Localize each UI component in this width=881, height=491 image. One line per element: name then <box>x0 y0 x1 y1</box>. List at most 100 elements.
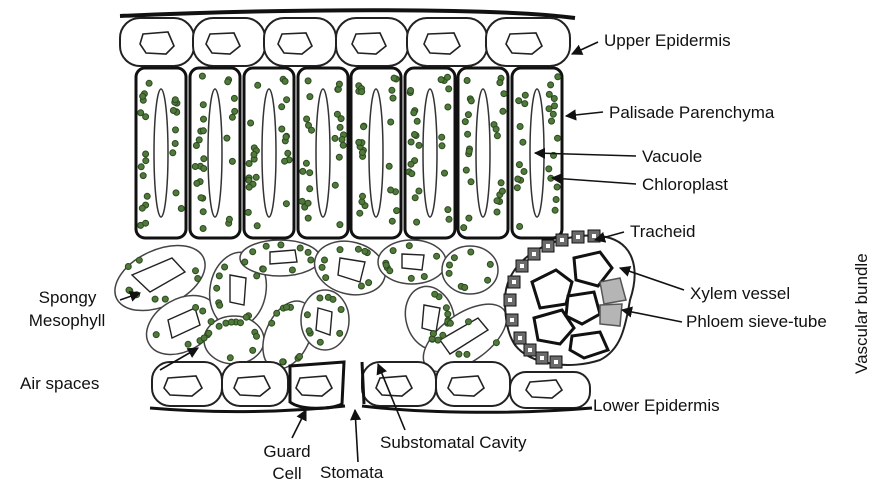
chloroplast <box>546 91 552 97</box>
chloroplast <box>222 264 228 270</box>
chloroplast <box>227 355 233 361</box>
chloroplast <box>416 188 422 194</box>
chloroplast <box>390 248 396 254</box>
chloroplast <box>439 143 445 149</box>
arrow-guard-cell <box>292 410 306 438</box>
chloroplast <box>443 305 449 311</box>
chloroplast <box>411 110 417 116</box>
chloroplast <box>515 176 521 182</box>
chloroplast <box>278 242 284 248</box>
chloroplast <box>139 205 145 211</box>
epidermis-nucleus <box>278 33 312 54</box>
chloroplast <box>461 225 467 231</box>
label-upper-epidermis: Upper Epidermis <box>604 31 731 51</box>
chloroplast <box>304 116 310 122</box>
epidermis-nucleus <box>140 32 174 54</box>
chloroplast <box>254 273 260 279</box>
chloroplast <box>550 111 556 117</box>
chloroplast <box>546 166 552 172</box>
chloroplast <box>412 132 418 138</box>
chloroplast <box>553 197 559 203</box>
chloroplast <box>339 137 345 143</box>
chloroplast <box>337 124 343 130</box>
tracheid-lumen <box>576 235 580 239</box>
tracheid-lumen <box>518 336 522 340</box>
arrow-upper-epidermis <box>572 42 598 54</box>
chloroplast <box>269 320 275 326</box>
chloroplast <box>319 264 325 270</box>
chloroplast <box>322 257 328 263</box>
chloroplast <box>260 266 266 272</box>
chloroplast <box>217 302 223 308</box>
chloroplast <box>555 74 561 80</box>
chloroplast <box>466 215 472 221</box>
label-xylem-vessel: Xylem vessel <box>690 284 790 304</box>
chloroplast <box>200 226 206 232</box>
chloroplast <box>446 270 452 276</box>
chloroplast <box>144 193 150 199</box>
chloroplast <box>305 215 311 221</box>
chloroplast <box>468 249 474 255</box>
label-vascular-bundle: Vascular bundle <box>852 253 872 374</box>
spongy-inner <box>422 305 440 332</box>
chloroplast <box>304 312 310 318</box>
tracheid-lumen <box>560 238 564 242</box>
label-mesophyll: Mesophyll <box>12 311 122 331</box>
chloroplast <box>162 296 168 302</box>
chloroplast <box>297 354 303 360</box>
chloroplast <box>136 257 142 263</box>
arrow-palisade <box>566 112 603 116</box>
chloroplast <box>196 137 202 143</box>
chloroplast <box>552 207 558 213</box>
chloroplast <box>464 78 470 84</box>
epidermis-nucleus <box>526 380 562 398</box>
chloroplast <box>462 119 468 125</box>
chloroplast <box>359 150 365 156</box>
chloroplast <box>334 111 340 117</box>
chloroplast <box>391 75 397 81</box>
chloroplast <box>359 89 365 95</box>
vacuole <box>154 89 168 217</box>
chloroplast <box>138 164 144 170</box>
vacuole <box>369 89 383 217</box>
chloroplast <box>195 276 201 282</box>
label-phloem-sieve-tube: Phloem sieve-tube <box>686 312 827 332</box>
chloroplast <box>337 247 343 253</box>
chloroplast <box>200 102 206 108</box>
chloroplast <box>445 74 451 80</box>
chloroplast <box>140 93 146 99</box>
chloroplast <box>248 120 254 126</box>
chloroplast <box>439 134 445 140</box>
chloroplast <box>493 126 499 132</box>
chloroplast <box>229 114 235 120</box>
chloroplast <box>408 275 414 281</box>
tracheid-lumen <box>532 252 536 256</box>
chloroplast <box>408 88 414 94</box>
upper-cuticle <box>120 10 575 18</box>
epidermis-nucleus <box>506 33 542 54</box>
chloroplast <box>198 195 204 201</box>
label-guard: Guard <box>252 442 322 462</box>
chloroplast <box>434 253 440 259</box>
chloroplast <box>192 164 198 170</box>
epidermis-nucleus <box>206 33 240 54</box>
chloroplast <box>146 80 152 86</box>
chloroplast <box>243 314 249 320</box>
chloroplast <box>254 333 260 339</box>
chloroplast <box>231 95 237 101</box>
chloroplast <box>229 158 235 164</box>
chloroplast <box>554 184 560 190</box>
chloroplast <box>465 131 471 137</box>
chloroplast <box>435 337 441 343</box>
chloroplast <box>332 135 338 141</box>
chloroplast <box>308 257 314 263</box>
chloroplast <box>387 268 393 274</box>
chloroplast <box>336 154 342 160</box>
chloroplast <box>201 116 207 122</box>
chloroplast <box>289 267 295 273</box>
chloroplast <box>358 283 364 289</box>
chloroplast <box>125 264 131 270</box>
spongy-inner <box>316 308 332 335</box>
vacuole <box>262 89 276 217</box>
chloroplast <box>355 246 361 252</box>
